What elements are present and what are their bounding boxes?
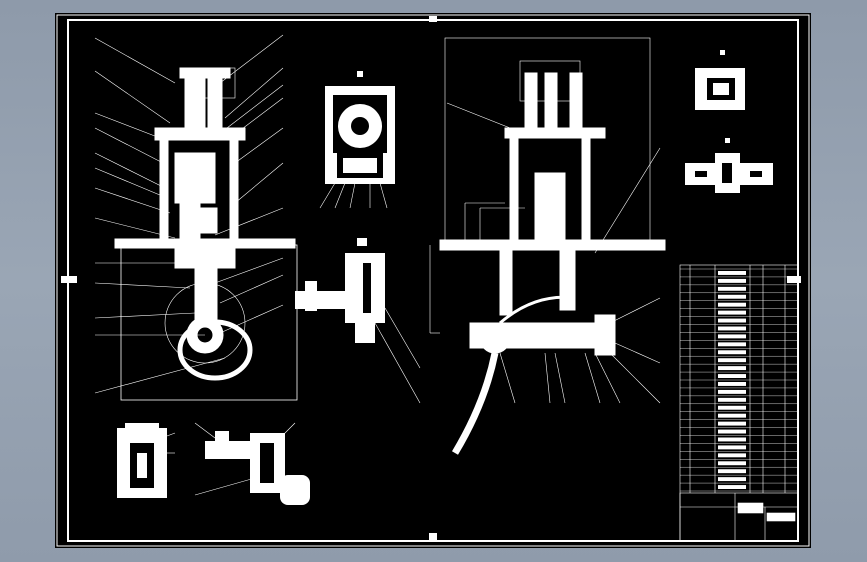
center-mark-left xyxy=(61,276,77,283)
parts-list-cell-text xyxy=(718,389,746,394)
parts-list-cell-text xyxy=(718,278,746,283)
parts-list-rows xyxy=(680,268,798,492)
center-mark-bottom xyxy=(429,533,437,541)
parts-list-cell-text xyxy=(718,294,746,299)
parts-list-cell-text xyxy=(718,374,746,378)
small-part-detail-b xyxy=(685,138,773,193)
valve-detail-view xyxy=(295,238,421,404)
bottom-left-detail-b xyxy=(194,422,310,505)
title-block xyxy=(679,492,799,542)
parts-list-cell-text xyxy=(718,453,746,458)
parts-list-cell-text xyxy=(718,477,746,482)
parts-list-cell-text xyxy=(718,326,746,331)
parts-list-cell-text xyxy=(718,405,746,410)
parts-list-cell-text xyxy=(718,397,746,402)
parts-list-cell-text xyxy=(718,302,746,307)
main-front-view xyxy=(94,34,298,401)
center-mark-top xyxy=(429,16,437,22)
parts-list-cell-text xyxy=(718,310,746,315)
parts-list-cell-text xyxy=(718,271,746,275)
side-section-view xyxy=(429,37,666,455)
parts-list-cell-text xyxy=(718,429,746,434)
drawing-sheet xyxy=(55,13,811,548)
parts-list-cell-text xyxy=(718,437,746,442)
parts-list-cell-text xyxy=(718,445,746,450)
pump-body-section-view xyxy=(319,71,395,209)
parts-list-cell-text xyxy=(718,318,746,323)
parts-list-cell-text xyxy=(718,350,746,355)
inner-frame xyxy=(67,19,799,542)
parts-list-cell-text xyxy=(718,421,746,426)
parts-list-cell-text xyxy=(718,382,746,386)
parts-list-cell-text xyxy=(718,334,746,339)
parts-list-cell-text xyxy=(718,413,746,418)
parts-list-cell-text xyxy=(718,469,746,474)
small-part-detail-a xyxy=(695,50,745,110)
parts-list-cell-text xyxy=(718,485,746,489)
parts-list-cell-text xyxy=(718,342,746,347)
bottom-left-detail-a xyxy=(117,423,176,498)
center-mark-right xyxy=(787,276,801,283)
parts-list-cell-text xyxy=(718,358,746,363)
cad-drawing xyxy=(56,14,810,547)
parts-list-cell-text xyxy=(718,286,746,291)
parts-list-cell-text xyxy=(718,461,746,466)
parts-list-cell-text xyxy=(718,366,746,371)
outer-frame xyxy=(56,14,810,547)
